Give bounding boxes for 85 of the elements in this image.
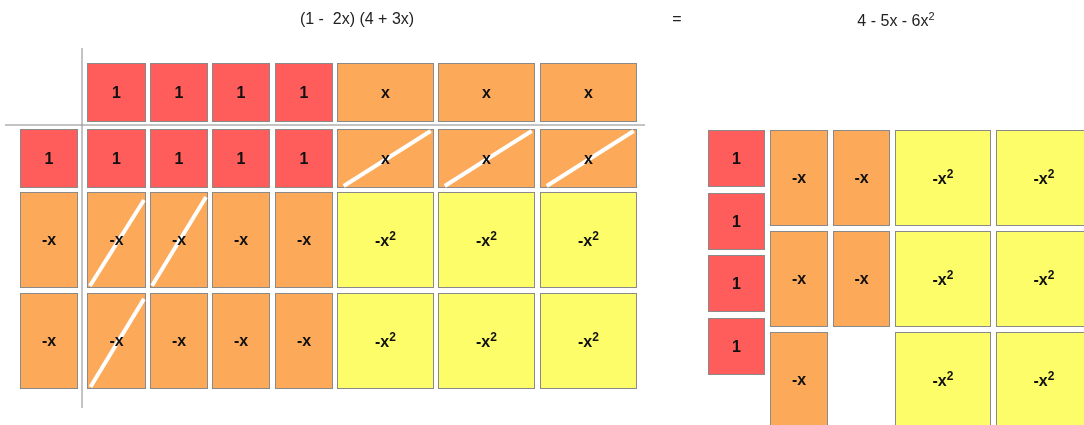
- tile-label: -x$^{2}$: [932, 167, 954, 189]
- x-squared-tile: [895, 231, 991, 327]
- expression-text: 4 - 5x - 6x$^{2}$: [857, 10, 935, 31]
- x-tile: [770, 130, 828, 226]
- tile-label: -x: [854, 169, 869, 187]
- tile-label: -x$^{2}$: [476, 330, 497, 352]
- tile-label: x: [482, 83, 491, 102]
- tile-label: -x: [791, 169, 807, 187]
- x-tile: [275, 293, 333, 389]
- tile-label: -x$^{2}$: [375, 229, 396, 251]
- tile-label: -x$^{2}$: [476, 229, 497, 251]
- unit-tile: [87, 63, 146, 122]
- unit-tile: [275, 129, 333, 188]
- unit-tile: [20, 129, 78, 188]
- x-tile: [833, 130, 890, 226]
- x-squared-tile: [996, 130, 1084, 226]
- tile-label: -x: [296, 332, 312, 350]
- tile-label: 1: [174, 149, 184, 168]
- tile-label: -x$^{2}$: [1033, 369, 1055, 391]
- x-tile: [150, 293, 208, 389]
- unit-tile: [275, 63, 333, 122]
- tile-label: x: [381, 149, 390, 168]
- tile-label: -x$^{2}$: [578, 330, 599, 352]
- unit-tile: [708, 193, 765, 250]
- unit-tile: [212, 129, 270, 188]
- tile-label: -x: [41, 332, 57, 350]
- x-squared-tile: [337, 293, 434, 389]
- tile-label: 1: [299, 83, 309, 102]
- tile-label: 1: [732, 212, 741, 231]
- x-tile: [20, 293, 78, 389]
- tile-label: 1: [174, 83, 184, 102]
- unit-tile: [708, 130, 765, 187]
- unit-tile: [212, 63, 270, 122]
- tile-label: x: [584, 149, 593, 168]
- tile-label: -x: [296, 231, 312, 249]
- x-tile: [438, 63, 535, 122]
- tile-label: 1: [732, 149, 741, 168]
- tile-label: 1: [732, 274, 741, 293]
- x-squared-tile: [996, 332, 1084, 425]
- unit-tile: [150, 63, 208, 122]
- x-squared-tile: [895, 332, 991, 425]
- tile-label: -x: [233, 231, 249, 249]
- x-tile: [770, 231, 828, 327]
- x-squared-tile: [540, 192, 637, 288]
- x-tile: [770, 332, 828, 425]
- tile-label: -x: [233, 332, 249, 350]
- tile-label: -x: [171, 332, 187, 350]
- tile-label: 1: [112, 149, 121, 168]
- unit-tile: [708, 255, 765, 312]
- x-squared-tile: [337, 192, 434, 288]
- tile-label: -x$^{2}$: [1033, 268, 1055, 290]
- tile-label: -x: [791, 270, 807, 288]
- x-tile: [212, 192, 270, 288]
- x-squared-tile: [996, 231, 1084, 327]
- tile-label: -x$^{2}$: [932, 268, 954, 290]
- tile-label: 1: [236, 149, 246, 168]
- tile-label: -x: [854, 270, 869, 288]
- unit-tile: [150, 129, 208, 188]
- expression-text: (1 - 2x) (4 + 3x): [299, 10, 415, 28]
- x-tile: [833, 231, 890, 327]
- x-squared-tile: [438, 192, 535, 288]
- x-squared-tile: [895, 130, 991, 226]
- tile-label: x: [584, 83, 593, 102]
- x-squared-tile: [540, 293, 637, 389]
- x-tile: [212, 293, 270, 389]
- tile-label: -x$^{2}$: [1033, 167, 1055, 189]
- tile-label: -x$^{2}$: [375, 330, 396, 352]
- equals-sign: =: [672, 10, 682, 28]
- tile-label: x: [381, 83, 390, 102]
- unit-tile: [708, 318, 765, 375]
- x-tile: [337, 63, 434, 122]
- x-tile: [275, 192, 333, 288]
- tile-label: 1: [112, 83, 121, 102]
- tile-label: 1: [44, 149, 54, 168]
- unit-tile: [87, 129, 146, 188]
- x-tile: [540, 63, 637, 122]
- x-tile: [20, 192, 78, 288]
- tile-label: -x: [41, 231, 57, 249]
- tile-label: 1: [732, 337, 741, 356]
- tile-label: 1: [236, 83, 246, 102]
- x-squared-tile: [438, 293, 535, 389]
- tile-label: -x: [791, 371, 807, 389]
- tile-label: -x$^{2}$: [578, 229, 599, 251]
- tile-label: 1: [299, 149, 309, 168]
- tile-label: -x$^{2}$: [932, 369, 954, 391]
